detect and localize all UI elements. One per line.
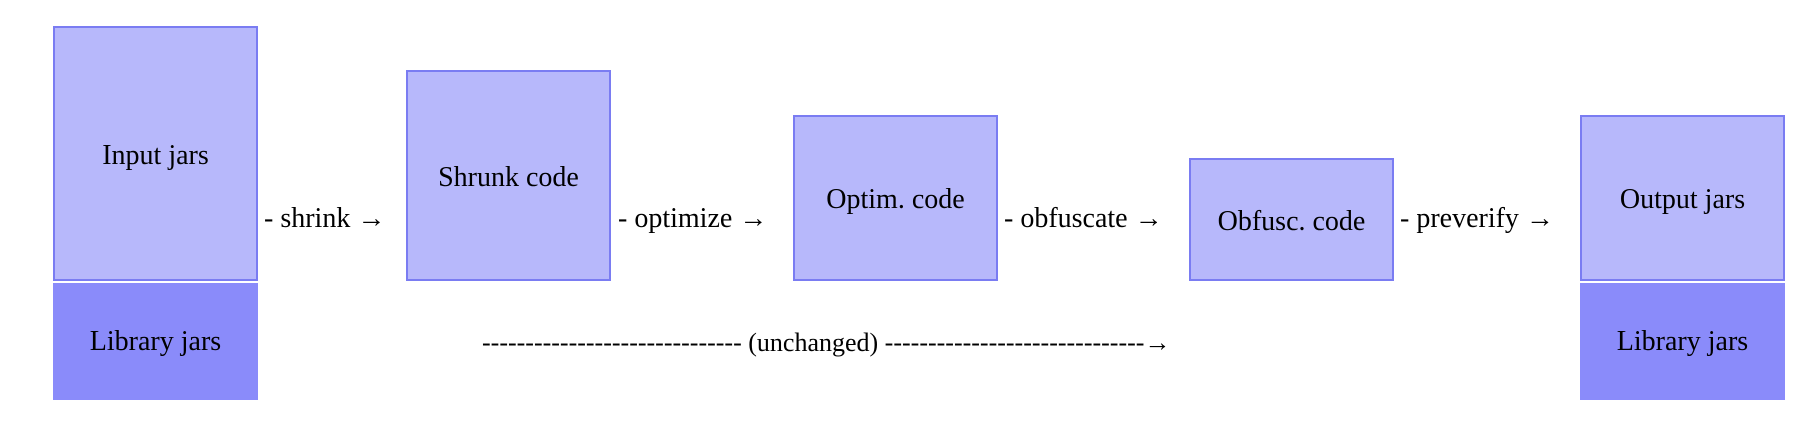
library-jars-left-label: Library jars [89,325,222,357]
obfuscate-arrow-label: - obfuscate → [1004,203,1163,234]
output-jars-box: Output jars [1580,115,1785,281]
shrink-arrow-label: - shrink → [264,203,386,234]
library-jars-left-box: Library jars [53,283,258,400]
optimize-arrow-label: - optimize → [618,203,768,234]
shrunk-code-label: Shrunk code [438,162,579,193]
input-jars-box: Input jars [53,26,258,281]
output-jars-label: Output jars [1619,184,1746,215]
obfusc-code-box: Obfusc. code [1189,158,1394,281]
optim-code-label: Optim. code [826,184,965,215]
preverify-arrow-label: - preverify → [1400,203,1554,234]
shrunk-code-box: Shrunk code [406,70,611,281]
library-jars-right-box: Library jars [1580,283,1785,400]
input-jars-label: Input jars [102,140,209,171]
unchanged-arrow-label: ------------------------------ (unchange… [482,328,1171,357]
library-jars-right-label: Library jars [1616,325,1749,357]
obfusc-code-label: Obfusc. code [1217,206,1366,237]
optim-code-box: Optim. code [793,115,998,281]
